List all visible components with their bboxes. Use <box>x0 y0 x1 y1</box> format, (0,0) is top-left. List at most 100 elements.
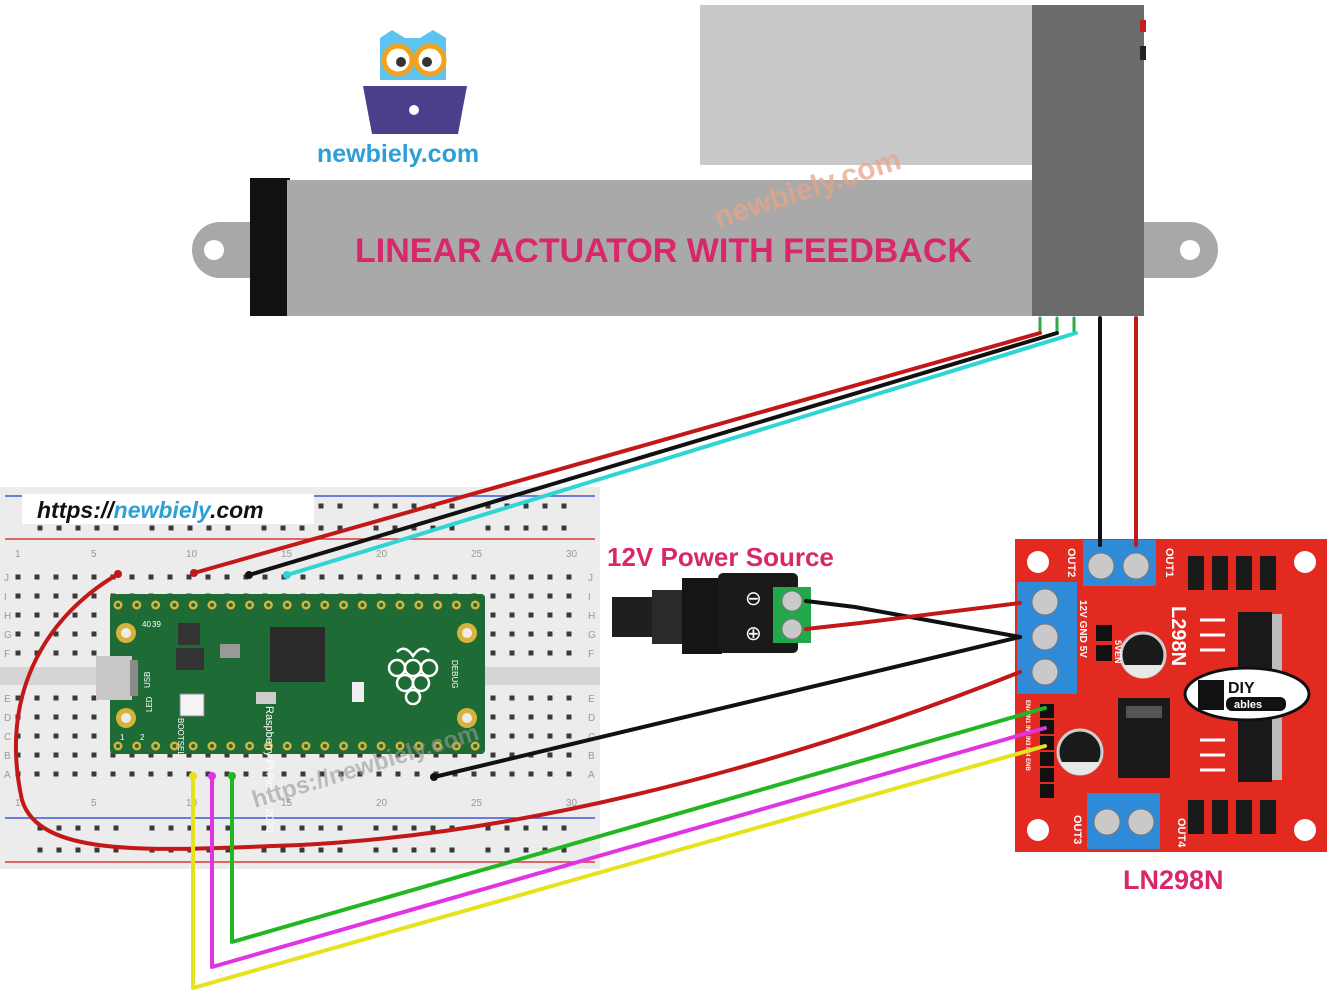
breadboard-hole <box>566 631 572 637</box>
breadboard-hole <box>542 825 548 831</box>
breadboard-hole <box>509 612 515 618</box>
breadboard-hole <box>490 574 496 580</box>
diodes <box>1188 556 1276 834</box>
breadboard-hole <box>509 771 515 777</box>
breadboard-hole <box>15 650 21 656</box>
breadboard-hole <box>206 825 212 831</box>
breadboard-row-label: I <box>4 592 7 603</box>
out1-label: OUT1 <box>1163 548 1175 577</box>
breadboard-hole <box>509 752 515 758</box>
breadboard-hole <box>490 650 496 656</box>
breadboard-hole <box>75 825 81 831</box>
breadboard-col-label: 15 <box>281 549 293 560</box>
breadboard-row-label: F <box>4 649 10 660</box>
breadboard-hole <box>561 825 567 831</box>
breadboard-hole <box>430 847 436 853</box>
breadboard-hole <box>547 733 553 739</box>
breadboard-hole <box>392 525 398 531</box>
out2-label: OUT2 <box>1065 548 1077 577</box>
breadboard-hole <box>15 631 21 637</box>
breadboard-hole <box>528 574 534 580</box>
breadboard-hole <box>75 847 81 853</box>
logo-ables-text: ables <box>1234 699 1262 711</box>
pico-pin-39-label: 39 <box>152 620 161 629</box>
psu-gnd-wire <box>804 599 1022 639</box>
breadboard-hole <box>262 771 268 777</box>
breadboard-hole <box>337 847 343 853</box>
breadboard-hole <box>547 650 553 656</box>
breadboard-hole <box>299 825 305 831</box>
breadboard-hole <box>299 847 305 853</box>
breadboard-hole <box>281 752 287 758</box>
breadboard-hole <box>34 695 40 701</box>
breadboard-col-label: 30 <box>566 549 578 560</box>
breadboard-hole <box>53 733 59 739</box>
breadboard-hole <box>528 714 534 720</box>
breadboard-hole <box>566 593 572 599</box>
breadboard-hole <box>53 631 59 637</box>
breadboard-hole <box>186 574 192 580</box>
breadboard-row-label: B <box>4 751 11 762</box>
breadboard-hole <box>300 771 306 777</box>
breadboard-row-label: H <box>588 611 595 622</box>
input-pins-label: ENA IN1 IN2 IN3 IN4 ENB <box>1024 700 1030 771</box>
breadboard-row-label: C <box>4 732 11 743</box>
breadboard-hole <box>262 752 268 758</box>
breadboard-hole <box>504 847 510 853</box>
breadboard-hole <box>261 847 267 853</box>
breadboard-hole <box>113 847 119 853</box>
breadboard-hole <box>91 650 97 656</box>
breadboard-hole <box>509 593 515 599</box>
breadboard-hole <box>15 593 21 599</box>
breadboard-hole <box>91 695 97 701</box>
breadboard-hole <box>129 771 135 777</box>
breadboard-row-label: F <box>588 649 594 660</box>
breadboard-hole <box>523 503 529 509</box>
breadboard-hole <box>15 574 21 580</box>
breadboard-hole <box>225 525 231 531</box>
breadboard-hole <box>56 847 62 853</box>
breadboard-row-label: E <box>4 694 11 705</box>
breadboard-hole <box>547 752 553 758</box>
breadboard-hole <box>373 847 379 853</box>
breadboard-hole <box>53 574 59 580</box>
led-label: LED <box>145 696 154 712</box>
breadboard-hole <box>566 650 572 656</box>
breadboard-hole <box>504 825 510 831</box>
breadboard-hole <box>205 771 211 777</box>
psu-vcc-wire <box>804 601 1022 631</box>
breadboard-hole <box>225 847 231 853</box>
out3-label: OUT3 <box>1071 815 1083 844</box>
breadboard-row-label: B <box>588 751 595 762</box>
breadboard-col-label: 5 <box>91 549 97 560</box>
breadboard-hole <box>566 695 572 701</box>
breadboard-hole <box>37 825 43 831</box>
breadboard-hole <box>261 525 267 531</box>
breadboard-col-label: 20 <box>376 549 388 560</box>
pico-pin-2-label: 2 <box>140 733 145 742</box>
breadboard-hole <box>490 733 496 739</box>
breadboard-hole <box>186 752 192 758</box>
breadboard-hole <box>280 847 286 853</box>
breadboard-hole <box>243 752 249 758</box>
breadboard-hole <box>167 752 173 758</box>
breadboard-hole <box>528 593 534 599</box>
breadboard-row-label: J <box>4 573 9 584</box>
breadboard-hole <box>34 574 40 580</box>
breadboard-hole <box>129 752 135 758</box>
actuator-body <box>287 180 1047 316</box>
gnd-to-driver-wire <box>432 635 1022 779</box>
breadboard-hole <box>91 574 97 580</box>
breadboard-hole <box>34 752 40 758</box>
breadboard-hole <box>414 574 420 580</box>
breadboard-hole <box>168 525 174 531</box>
pico-pin-1-label: 1 <box>120 733 125 742</box>
breadboard-hole <box>72 733 78 739</box>
breadboard-hole <box>15 695 21 701</box>
breadboard-hole <box>490 771 496 777</box>
breadboard-hole <box>452 752 458 758</box>
breadboard-hole <box>319 574 325 580</box>
wires <box>14 316 1138 990</box>
breadboard-hole <box>186 771 192 777</box>
breadboard-hole <box>53 714 59 720</box>
